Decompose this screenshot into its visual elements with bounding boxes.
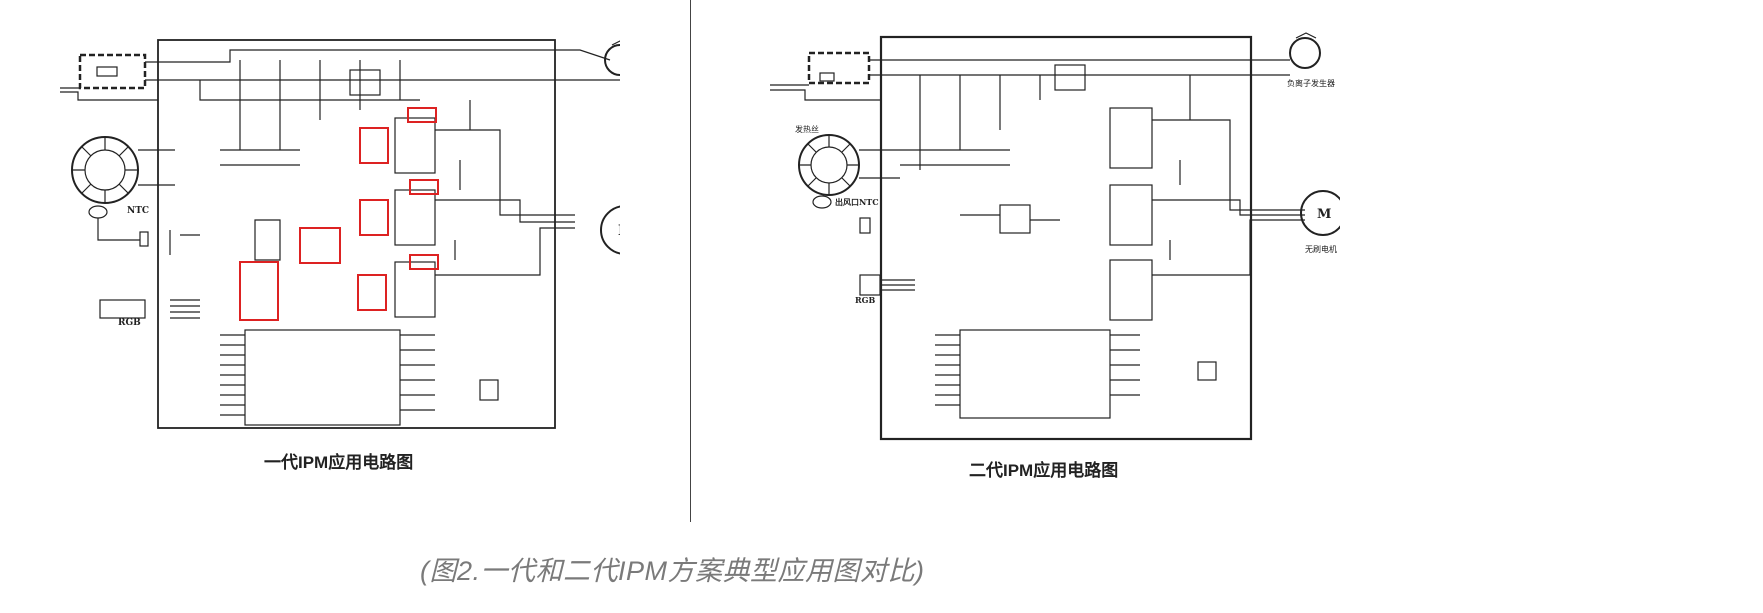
brushless-motor (1300, 190, 1340, 236)
motor-label: M (618, 223, 620, 239)
panel-divider (690, 0, 691, 522)
ipm-block-1 (394, 117, 436, 174)
first-gen-title: 一代IPM应用电路图 (264, 453, 414, 472)
rgb-label: RGB (855, 295, 875, 305)
second-gen-ipm-schematic: 发热丝 出风口NTC RGB M 无刷电机 负离子发生器 (770, 32, 1340, 441)
mcu (959, 329, 1111, 419)
motor-label: M (1317, 207, 1331, 222)
ipm-block-3 (1109, 259, 1153, 321)
rgb-label: RGB (118, 318, 141, 328)
input-module-box (807, 51, 871, 85)
mcu (244, 329, 401, 426)
board-outline (157, 39, 556, 429)
ion-generator (1289, 37, 1321, 69)
fuse (96, 66, 118, 77)
ipm-block-3 (394, 261, 436, 318)
second-gen-title: 二代IPM应用电路图 (969, 461, 1119, 480)
outlet-ntc-label: 出风口NTC (835, 197, 879, 207)
ntc-label: NTC (127, 206, 149, 216)
top-motor (604, 44, 620, 76)
board-outline (879, 35, 1253, 441)
ipm-block-2 (394, 189, 436, 246)
input-module-box (78, 53, 147, 90)
brushless-motor-label: 无刷电机 (1305, 244, 1337, 254)
right-motor (600, 205, 620, 255)
figure-caption: (图2.一代和二代IPM方案典型应用图对比) (420, 556, 925, 586)
first-gen-ipm-schematic: NTC M RGB (60, 39, 620, 429)
heater-label: 发热丝 (795, 124, 819, 134)
ipm-block-1 (1109, 107, 1153, 169)
ion-generator-label: 负离子发生器 (1287, 78, 1335, 88)
ipm-block-2 (1109, 184, 1153, 246)
